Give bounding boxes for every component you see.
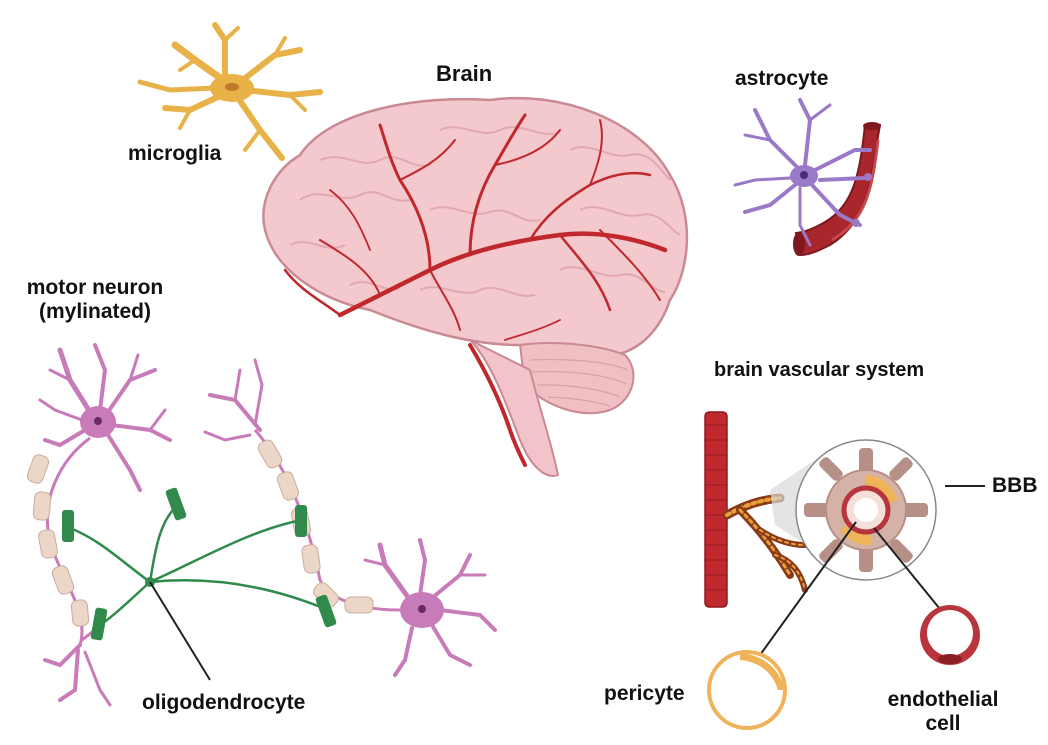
label-microglia: microglia [128,142,221,166]
cerebrum [263,98,687,356]
label-endothelial-line2: cell [868,712,1018,736]
neuron-nucleus [418,605,426,613]
oligodendrocyte-pointer [150,582,210,680]
astrocyte-endfoot [864,173,872,181]
label-endothelial-cell: endothelial cell [868,688,1018,736]
bbb-cross-section [796,440,936,580]
microglia-nucleus [225,83,239,91]
label-motor-neuron: motor neuron (mylinated) [10,276,180,324]
label-endothelial-line1: endothelial [868,688,1018,712]
neuron-bottom-left-dendrites [45,630,110,705]
label-bbb: BBB [992,474,1038,498]
endothelial-detail [920,605,980,665]
label-motor-neuron-line1: motor neuron [10,276,180,300]
label-motor-neuron-line2: (mylinated) [10,300,180,324]
neuron-top-right-dendrites [205,360,262,440]
label-brain: Brain [436,62,492,86]
astrocyte-endfoot [852,219,860,227]
label-astrocyte: astrocyte [735,67,828,91]
label-oligodendrocyte: oligodendrocyte [142,691,305,715]
neuron-nucleus [94,417,102,425]
label-brain-vascular-system: brain vascular system [714,358,924,382]
brain-illustration [263,98,687,476]
astrocyte-nucleus [800,171,808,179]
vascular-vessel [705,412,727,607]
oligodendrocyte-wraps [62,487,337,641]
label-pericyte: pericyte [604,682,685,706]
pericyte-detail [709,652,785,728]
oligodendrocyte-processes [70,505,328,625]
